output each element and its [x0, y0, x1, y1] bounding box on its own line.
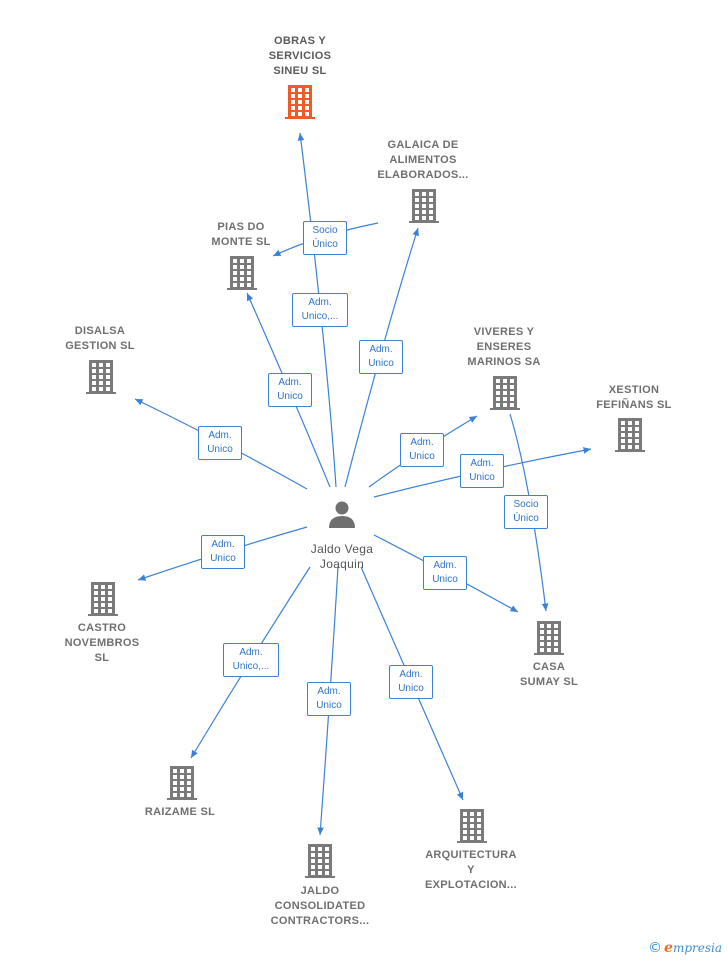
company-label-castro[interactable]: CASTRO NOVEMBROS SL: [64, 622, 140, 664]
building-icon-raizame[interactable]: [167, 766, 197, 800]
company-label-raizame[interactable]: RAIZAME SL: [144, 806, 216, 818]
edge-label-center-viveres[interactable]: Adm. Unico: [400, 433, 444, 467]
company-label-arquitectura[interactable]: ARQUITECTURA Y EXPLOTACION...: [424, 849, 517, 891]
edge-label-center-arquitectura[interactable]: Adm. Unico: [389, 665, 433, 699]
building-icon-xestion[interactable]: [615, 418, 645, 452]
building-icon-viveres[interactable]: [490, 376, 520, 410]
company-label-xestion[interactable]: XESTION FEFIÑANS SL: [596, 384, 672, 411]
building-icon-disalsa[interactable]: [86, 360, 116, 394]
company-label-pias[interactable]: PIAS DO MONTE SL: [211, 221, 271, 248]
company-label-obras[interactable]: OBRAS Y SERVICIOS SINEU SL: [268, 35, 332, 77]
edge-label-center-pias[interactable]: Adm. Unico: [268, 373, 312, 407]
company-label-galaica[interactable]: GALAICA DE ALIMENTOS ELABORADOS...: [377, 139, 469, 181]
person-icon[interactable]: [329, 501, 355, 529]
person-name[interactable]: Jaldo Vega Joaquin: [310, 542, 374, 571]
company-label-disalsa[interactable]: DISALSA GESTION SL: [65, 325, 135, 352]
edge-label-center-castro[interactable]: Adm. Unico: [201, 535, 245, 569]
edge-label-viveres-casa[interactable]: Socio Único: [504, 495, 548, 529]
brand-initial: e: [664, 940, 673, 956]
edge-center-obras: [297, 132, 337, 488]
building-icon-galaica[interactable]: [409, 189, 439, 223]
edge-label-galaica-pias[interactable]: Socio Único: [303, 221, 347, 255]
edge-label-center-galaica[interactable]: Adm. Unico: [359, 340, 403, 374]
building-icon-obras[interactable]: [285, 85, 315, 119]
building-icon-pias[interactable]: [227, 256, 257, 290]
brand-name: mpresia: [672, 941, 722, 955]
copyright-icon: ©: [648, 940, 663, 956]
edge-label-center-raizame[interactable]: Adm. Unico,...: [223, 643, 279, 677]
building-icon-jaldo[interactable]: [305, 844, 335, 878]
company-label-viveres[interactable]: VIVERES Y ENSERES MARINOS SA: [467, 326, 541, 368]
edge-label-center-disalsa[interactable]: Adm. Unico: [198, 426, 242, 460]
edge-label-center-xestion[interactable]: Adm. Unico: [460, 454, 504, 488]
building-icon-casa[interactable]: [534, 621, 564, 655]
edge-label-center-jaldo[interactable]: Adm. Unico: [307, 682, 351, 716]
company-label-casa[interactable]: CASA SUMAY SL: [519, 661, 579, 688]
empresia-logo[interactable]: ©empresia: [648, 940, 722, 956]
company-label-jaldo[interactable]: JALDO CONSOLIDATED CONTRACTORS...: [270, 885, 370, 927]
edge-label-center-obras[interactable]: Adm. Unico,...: [292, 293, 348, 327]
building-icon-castro[interactable]: [88, 582, 118, 616]
edge-label-center-casa[interactable]: Adm. Unico: [423, 556, 467, 590]
building-icon-arquitectura[interactable]: [457, 809, 487, 843]
